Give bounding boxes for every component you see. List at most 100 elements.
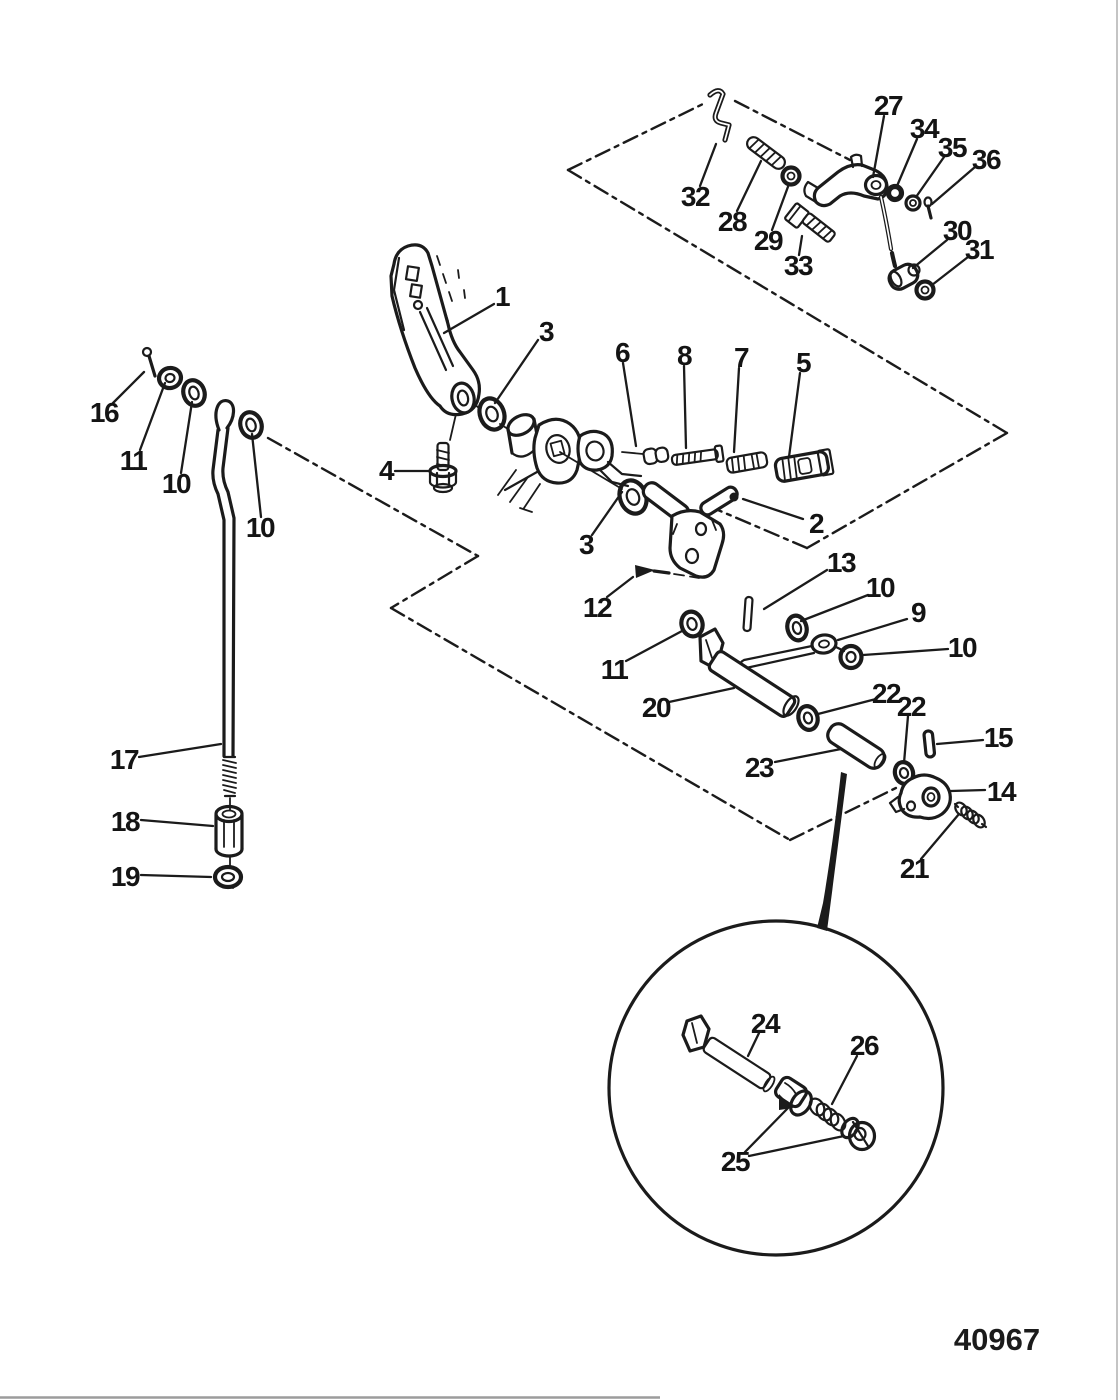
- callout-leader-3-lower: [590, 490, 624, 537]
- callout-label-14: 14: [987, 776, 1017, 807]
- callout-leader-33: [797, 234, 804, 257]
- callout-leader-26: [830, 1054, 859, 1106]
- callout-label-24: 24: [751, 1008, 781, 1039]
- part-14-cam-bracket: [888, 773, 952, 821]
- part-27-idle-lever: [803, 153, 889, 208]
- part-15-pin: [922, 729, 937, 759]
- callout-leader-14: [949, 788, 987, 793]
- callout-leader-30: [911, 238, 949, 270]
- callout-leader-9: [836, 617, 909, 642]
- callout-label-9: 9: [911, 597, 926, 628]
- callout-label-12: 12: [583, 592, 612, 623]
- callout-label-23: 23: [745, 752, 774, 783]
- callout-label-22-left: 22: [872, 678, 901, 709]
- callout-label-5: 5: [796, 347, 811, 378]
- part-11-nut-lower: [679, 609, 705, 639]
- part-10-washer-b: [238, 410, 264, 440]
- callout-leader-32: [698, 142, 718, 188]
- callout-leader-25: [743, 1106, 790, 1154]
- callout-leader-11-lower: [624, 629, 684, 663]
- callout-label-11-lower: 11: [601, 654, 629, 685]
- callout-leader-5: [787, 371, 802, 459]
- callout-label-21: 21: [900, 853, 929, 884]
- callout-leader-10-washer-b: [250, 432, 263, 519]
- callout-leader-10-nut-right: [861, 647, 950, 657]
- part-17-link-rod: [211, 399, 237, 867]
- part-22-washer-left: [796, 704, 820, 732]
- callout-label-10-washer-b: 10: [246, 512, 275, 543]
- part-36-pin: [923, 196, 933, 220]
- part-3-washer-upper: [477, 396, 507, 432]
- callout-leader-36: [930, 165, 977, 206]
- callout-label-8: 8: [677, 340, 692, 371]
- plane-outline-lower: [266, 436, 902, 842]
- callout-label-36: 36: [972, 144, 1001, 175]
- callout-leader-16: [111, 370, 146, 405]
- part-31-nut: [914, 279, 936, 301]
- callout-leader-19: [139, 873, 213, 879]
- callout-label-16: 16: [90, 397, 119, 428]
- part-12-pin-arrow: [635, 565, 700, 579]
- part-8-threaded-rod: [670, 444, 725, 466]
- callout-label-3-lower: 3: [579, 529, 594, 560]
- part-29-nut: [780, 165, 802, 187]
- callout-label-20: 20: [642, 692, 671, 723]
- callout-label-32: 32: [681, 181, 710, 212]
- callout-leader-23: [773, 747, 843, 764]
- part-4-bolt: [428, 441, 458, 494]
- callout-leader-25: [747, 1134, 846, 1158]
- callout-leader-10-washer-a: [179, 400, 194, 475]
- callout-leader-3-upper: [493, 338, 540, 405]
- part-16-cotter-pin: [141, 346, 157, 378]
- callout-label-28: 28: [718, 206, 747, 237]
- part-24-detent-rod: [681, 1014, 776, 1093]
- callout-leader-28: [735, 159, 763, 213]
- callout-leader-11-upper: [138, 381, 167, 452]
- callout-label-13: 13: [827, 547, 856, 578]
- callout-leader-8: [682, 364, 688, 450]
- callout-label-15: 15: [984, 722, 1013, 753]
- part-18-spacer: [214, 804, 244, 858]
- callout-label-25: 25: [721, 1146, 750, 1177]
- detail-pointer-wedge: [817, 772, 847, 931]
- callout-leader-22-right: [902, 714, 910, 765]
- callout-label-31: 31: [965, 234, 994, 265]
- callout-leader-35: [914, 155, 946, 199]
- callout-label-10-nut-right: 10: [948, 632, 977, 663]
- callout-label-2: 2: [809, 508, 824, 539]
- callout-leader-18: [139, 818, 215, 828]
- part-19-nut: [212, 864, 244, 890]
- part-7-coupler: [725, 451, 769, 474]
- part-25-bushing-rear: [840, 1116, 877, 1152]
- callout-leader-13: [762, 568, 829, 611]
- part-21-spring-screw: [953, 801, 988, 829]
- callout-leader-27: [871, 114, 886, 179]
- part-25-bushing-front: [773, 1075, 813, 1117]
- callout-leader-17: [137, 742, 223, 759]
- part-1-throttle-lever: [389, 243, 481, 441]
- part-28-stud: [746, 136, 786, 170]
- callout-label-7: 7: [734, 342, 749, 373]
- callout-label-34: 34: [910, 113, 940, 144]
- part-11-nut-upper: [156, 365, 184, 391]
- part-20-torsion-tube: [698, 627, 800, 718]
- central-cam-bracket: [473, 403, 644, 513]
- part-10-washer-a: [181, 378, 207, 408]
- callout-label-4: 4: [379, 455, 395, 486]
- callout-label-22-right: 22: [897, 691, 926, 722]
- callout-leader-12: [605, 575, 635, 599]
- callout-label-26: 26: [850, 1030, 879, 1061]
- callout-leader-21: [919, 812, 961, 861]
- part-6-ferrule: [642, 446, 670, 466]
- callout-label-10-washer-a: 10: [162, 468, 191, 499]
- callout-leader-2: [741, 497, 805, 521]
- part-23-roller: [826, 722, 887, 770]
- part-32-bracket: [707, 88, 732, 143]
- callout-leader-31: [930, 255, 970, 287]
- callout-label-33: 33: [784, 250, 813, 281]
- detail-circle: [607, 919, 945, 1257]
- callout-leader-29: [770, 182, 791, 232]
- callout-leader-6: [621, 361, 638, 448]
- callout-label-27: 27: [874, 90, 903, 121]
